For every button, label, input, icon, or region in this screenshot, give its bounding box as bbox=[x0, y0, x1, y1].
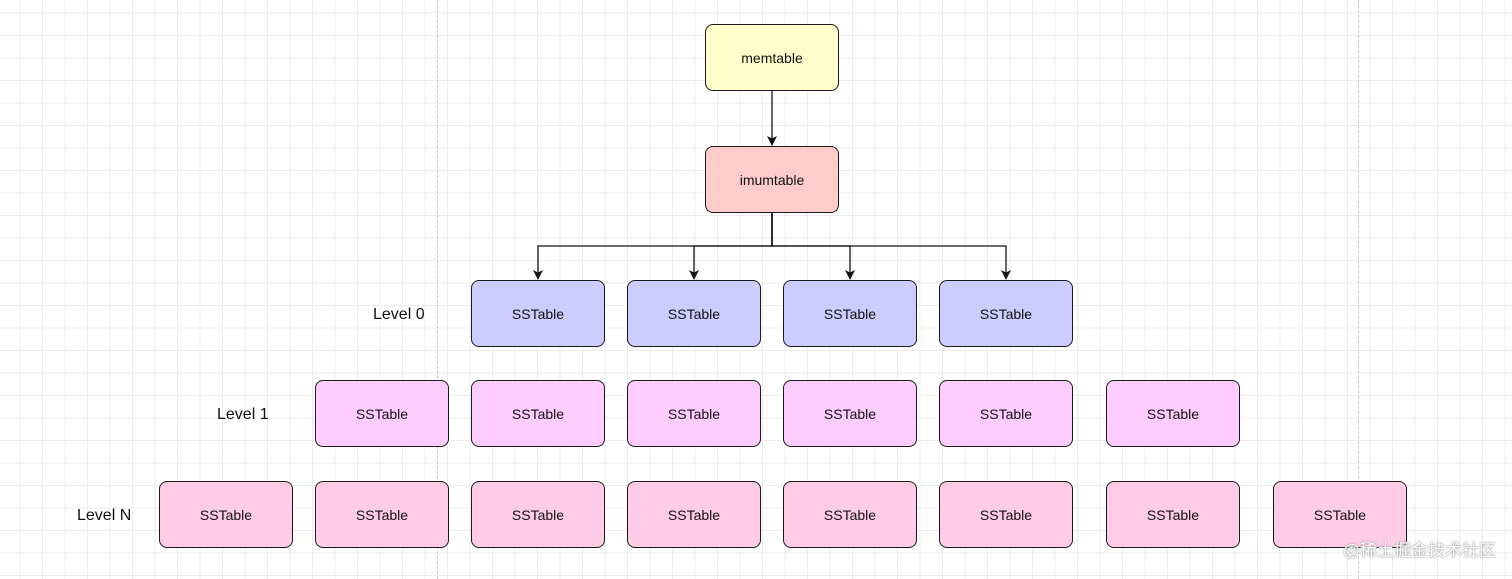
edge-immutable-to-l0-4 bbox=[771, 213, 1011, 280]
sstable-label: SSTable bbox=[1146, 405, 1200, 422]
immutable-label: imumtable bbox=[739, 171, 805, 188]
watermark: @稀土掘金技术社区 bbox=[1342, 541, 1496, 560]
sstable-label: SSTable bbox=[979, 305, 1033, 322]
level-1-label: Level 1 bbox=[217, 406, 269, 423]
sstable-level1-6[interactable]: SSTable bbox=[1106, 380, 1240, 447]
page-guide-line-left bbox=[437, 0, 438, 579]
sstable-level1-1[interactable]: SSTable bbox=[315, 380, 449, 447]
sstable-level0-3[interactable]: SSTable bbox=[783, 280, 917, 347]
sstable-label: SSTable bbox=[979, 506, 1033, 523]
sstable-level1-2[interactable]: SSTable bbox=[471, 380, 605, 447]
sstable-leveln-2[interactable]: SSTable bbox=[315, 481, 449, 548]
sstable-label: SSTable bbox=[1146, 506, 1200, 523]
level-n-label: Level N bbox=[77, 507, 132, 524]
immutable-node[interactable]: imumtable bbox=[705, 146, 839, 213]
sstable-label: SSTable bbox=[667, 305, 721, 322]
sstable-label: SSTable bbox=[511, 405, 565, 422]
sstable-level1-3[interactable]: SSTable bbox=[627, 380, 761, 447]
sstable-label: SSTable bbox=[979, 405, 1033, 422]
sstable-leveln-7[interactable]: SSTable bbox=[1106, 481, 1240, 548]
sstable-label: SSTable bbox=[199, 506, 253, 523]
sstable-level0-2[interactable]: SSTable bbox=[627, 280, 761, 347]
sstable-leveln-1[interactable]: SSTable bbox=[159, 481, 293, 548]
sstable-label: SSTable bbox=[355, 405, 409, 422]
sstable-label: SSTable bbox=[511, 305, 565, 322]
sstable-level0-1[interactable]: SSTable bbox=[471, 280, 605, 347]
sstable-label: SSTable bbox=[355, 506, 409, 523]
sstable-level1-5[interactable]: SSTable bbox=[939, 380, 1073, 447]
sstable-leveln-5[interactable]: SSTable bbox=[783, 481, 917, 548]
sstable-label: SSTable bbox=[667, 506, 721, 523]
sstable-label: SSTable bbox=[823, 405, 877, 422]
sstable-leveln-3[interactable]: SSTable bbox=[471, 481, 605, 548]
sstable-label: SSTable bbox=[823, 506, 877, 523]
edge-immutable-to-l0-2 bbox=[689, 213, 773, 280]
sstable-label: SSTable bbox=[1313, 506, 1367, 523]
sstable-label: SSTable bbox=[823, 305, 877, 322]
sstable-leveln-4[interactable]: SSTable bbox=[627, 481, 761, 548]
sstable-leveln-8[interactable]: SSTable bbox=[1273, 481, 1407, 548]
page-guide-line-right bbox=[1358, 0, 1359, 579]
sstable-label: SSTable bbox=[511, 506, 565, 523]
sstable-label: SSTable bbox=[667, 405, 721, 422]
sstable-level1-4[interactable]: SSTable bbox=[783, 380, 917, 447]
sstable-leveln-6[interactable]: SSTable bbox=[939, 481, 1073, 548]
level-0-label: Level 0 bbox=[373, 306, 425, 323]
sstable-level0-4[interactable]: SSTable bbox=[939, 280, 1073, 347]
memtable-label: memtable bbox=[741, 49, 803, 66]
memtable-node[interactable]: memtable bbox=[705, 24, 839, 91]
